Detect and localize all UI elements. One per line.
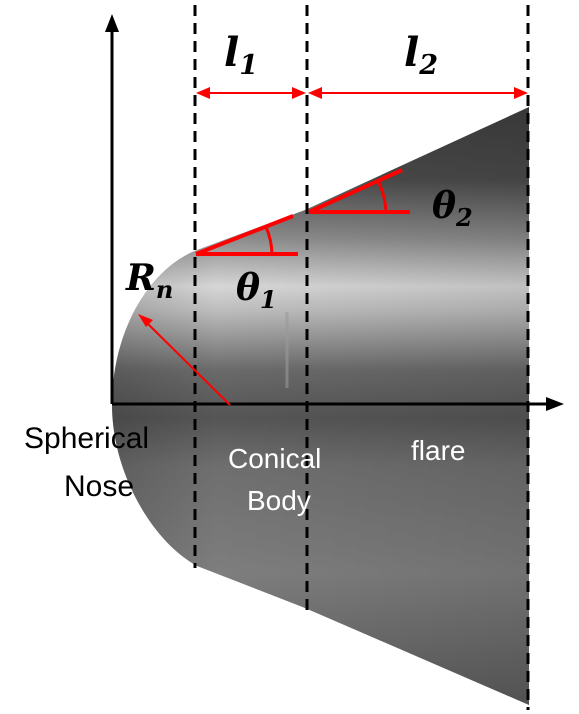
- length-dimensions: [196, 87, 528, 99]
- radius-line: [145, 321, 231, 406]
- radius-label: Rn: [125, 257, 173, 304]
- radius-arrow-icon: [138, 314, 153, 327]
- angle-indicators: [195, 168, 410, 256]
- conical-body-label: Conical Body: [228, 443, 329, 516]
- theta2-arc: [376, 180, 388, 213]
- spherical-nose-label: Spherical Nose: [24, 422, 157, 503]
- theta2-label: θ2: [432, 185, 473, 232]
- theta1-arc: [264, 226, 274, 255]
- l1-right-arrow-icon: [292, 87, 306, 99]
- flare-label: flare: [411, 435, 465, 466]
- section-boundaries: [193, 5, 530, 710]
- axes: [105, 14, 564, 411]
- theta1-label: θ1: [236, 267, 277, 314]
- l2-left-arrow-icon: [308, 87, 322, 99]
- radius-indicator: [138, 314, 231, 406]
- y-axis-arrow-icon: [105, 14, 119, 32]
- x-axis-arrow-icon: [546, 397, 564, 411]
- l1-label: l1: [224, 29, 258, 81]
- theta1-slope-line: [195, 214, 294, 256]
- vehicle-body-shadow: [112, 107, 529, 705]
- l1-left-arrow-icon: [196, 87, 210, 99]
- l2-label: l2: [404, 29, 438, 81]
- body-shape: [112, 107, 529, 705]
- l2-right-arrow-icon: [514, 87, 528, 99]
- theta2-slope-line: [308, 168, 403, 214]
